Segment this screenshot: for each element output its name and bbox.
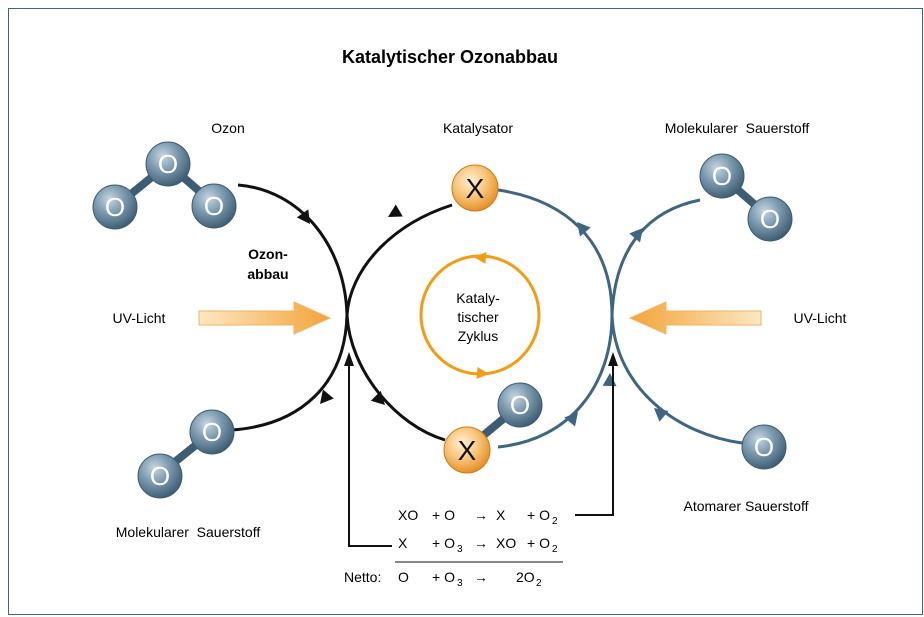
cycle-arrowhead bbox=[474, 252, 487, 265]
eq1-reactant-1: XO bbox=[398, 507, 418, 523]
eq1-arrow: → bbox=[474, 507, 488, 523]
oxygen-atom bbox=[699, 153, 745, 199]
oxygen-atom bbox=[747, 196, 793, 242]
oxygen-atom-label: O bbox=[150, 461, 170, 491]
o2-molecule-left: O O bbox=[137, 409, 235, 499]
oxygen-atom bbox=[741, 424, 787, 470]
catalyst-atom bbox=[451, 164, 499, 212]
equation-2: X + O 3 → XO + O 2 bbox=[398, 535, 558, 555]
eq3-product-subscript: 2 bbox=[536, 578, 542, 589]
oxygen-atom bbox=[137, 453, 183, 499]
oxygen-atom-label: O bbox=[158, 149, 178, 179]
uv-arrow-right bbox=[628, 301, 762, 335]
eq3-arrow: → bbox=[474, 569, 488, 585]
arrowhead bbox=[564, 412, 578, 427]
eq2-product-2-subscript: 2 bbox=[552, 544, 558, 555]
xo-to-center-arc bbox=[497, 314, 614, 449]
oxygen-atom bbox=[497, 382, 543, 428]
equation-netto: Netto: O + O 3 → 2O 2 bbox=[344, 569, 542, 589]
oxygen-atom-label: O bbox=[510, 390, 530, 420]
oxygen-atom-label: O bbox=[202, 417, 222, 447]
arrowhead bbox=[370, 390, 385, 405]
oxygen-atom bbox=[92, 184, 138, 230]
eq3-product: 2O bbox=[516, 569, 535, 585]
eq3-reactant-2-subscript: 3 bbox=[457, 578, 463, 589]
black-arrowheads bbox=[296, 204, 403, 405]
catalyst-in-arc bbox=[345, 203, 453, 316]
eq-link-right-arrowhead bbox=[608, 352, 618, 366]
eq2-reactant-2-subscript: 3 bbox=[457, 544, 463, 555]
label-atomic-oxygen: Atomarer Sauerstoff bbox=[683, 498, 808, 514]
eq2-product-1: XO bbox=[496, 535, 516, 551]
cycle-arrowhead bbox=[476, 366, 489, 379]
equation-1: XO + O → X + O 2 bbox=[398, 507, 558, 527]
catalytic-cycle bbox=[419, 252, 541, 379]
catalytic-cycle-arc-right bbox=[479, 254, 541, 376]
eq1-product-1: X bbox=[496, 507, 506, 523]
diagram-title: Katalytischer Ozonabbau bbox=[342, 47, 558, 67]
label-molecular-oxygen-left: Molekularer Sauerstoff bbox=[116, 524, 261, 540]
arrowhead bbox=[320, 389, 334, 404]
label-ozonabbau-line2: abbau bbox=[247, 266, 288, 282]
oxygen-atom bbox=[189, 409, 235, 455]
eq1-product-2: + O bbox=[527, 507, 550, 523]
o2-out-arc-right bbox=[610, 198, 701, 316]
oxygen-atom bbox=[145, 141, 191, 187]
xo-molecule: O X bbox=[443, 382, 543, 474]
catalyst-atom-label: X bbox=[458, 435, 477, 466]
catalyst-top: X bbox=[451, 164, 499, 212]
oxygen-atom bbox=[191, 183, 237, 229]
catalyst-atom-label: X bbox=[466, 173, 485, 204]
oxygen-atom-label: O bbox=[754, 432, 774, 462]
label-cycle-line3: Zyklus bbox=[458, 328, 498, 344]
eq2-reactant-1: X bbox=[398, 535, 408, 551]
uv-arrow-left bbox=[198, 301, 332, 335]
arrowhead bbox=[577, 222, 591, 237]
label-cycle-line2: tischer bbox=[457, 309, 499, 325]
label-uv-left: UV-Licht bbox=[113, 310, 166, 326]
eq2-product-2: + O bbox=[527, 535, 550, 551]
netto-label: Netto: bbox=[344, 569, 381, 585]
label-uv-right: UV-Licht bbox=[794, 310, 847, 326]
label-ozonabbau-line1: Ozon- bbox=[248, 246, 288, 262]
ozone-in-arc bbox=[237, 183, 349, 316]
eq-link-right bbox=[575, 358, 614, 516]
eq-link-left bbox=[348, 358, 392, 547]
atomic-oxygen: O bbox=[741, 424, 787, 470]
o2-molecule-right: O O bbox=[699, 153, 793, 242]
label-ozon: Ozon bbox=[211, 120, 244, 136]
eq-link-left-arrowhead bbox=[344, 352, 354, 366]
center-to-catalyst-arc bbox=[497, 188, 614, 316]
oxygen-atom-label: O bbox=[204, 191, 224, 221]
xo-out-arc bbox=[345, 314, 446, 442]
eq1-reactant-2: + O bbox=[432, 507, 455, 523]
catalytic-cycle-arc-left bbox=[419, 254, 481, 376]
arrowhead bbox=[602, 373, 617, 387]
arrowhead bbox=[296, 209, 310, 224]
oxygen-atom-label: O bbox=[712, 161, 732, 191]
frame-border bbox=[8, 8, 923, 615]
arrowhead bbox=[388, 204, 403, 217]
catalyst-atom bbox=[443, 426, 491, 474]
ozone-decomposition-paths bbox=[231, 183, 453, 442]
eq2-reactant-2: + O bbox=[432, 535, 455, 551]
arrowhead bbox=[654, 408, 669, 422]
eq2-arrow: → bbox=[474, 535, 488, 551]
ozone-molecule: O O O bbox=[92, 141, 237, 230]
eq3-reactant-2: + O bbox=[432, 569, 455, 585]
arrowhead bbox=[629, 228, 643, 243]
label-molecular-oxygen-right: Molekularer Sauerstoff bbox=[665, 120, 810, 136]
eq1-product-2-subscript: 2 bbox=[552, 516, 558, 527]
eq3-reactant-1: O bbox=[398, 569, 409, 585]
oxygen-atom-label: O bbox=[760, 204, 780, 234]
oxygen-atom-label: O bbox=[105, 192, 125, 222]
label-katalysator: Katalysator bbox=[443, 120, 513, 136]
label-cycle-line1: Kataly- bbox=[456, 290, 500, 306]
o2-out-arc bbox=[231, 314, 349, 432]
atomic-o-in-arc bbox=[610, 314, 743, 445]
